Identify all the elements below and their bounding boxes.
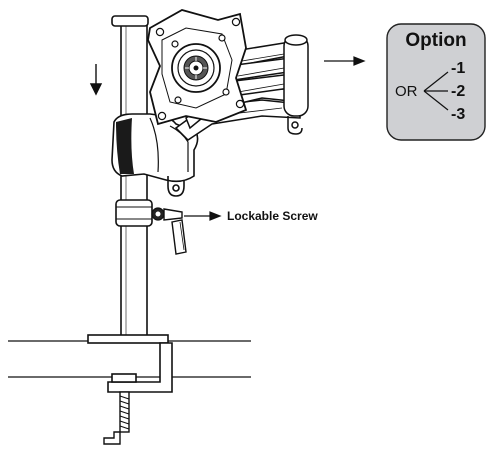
screw-callout-label: Lockable Screw — [227, 209, 318, 223]
pole-collar — [115, 199, 153, 227]
support-pole — [111, 15, 149, 343]
arm-collar — [111, 113, 199, 183]
option-branch-lines — [423, 71, 449, 111]
option-choice-1: -1 — [451, 60, 465, 77]
tilt-hub — [171, 43, 221, 93]
option-connector: OR — [395, 83, 418, 100]
option-title: Option — [405, 30, 466, 51]
desk-clamp — [87, 334, 173, 393]
option-arrow-icon — [324, 56, 366, 66]
clamp-screw — [103, 391, 130, 445]
option-choice-2: -2 — [451, 83, 465, 100]
lockable-screw — [151, 207, 187, 255]
option-choice-3: -3 — [451, 106, 465, 123]
cable-clip — [167, 176, 185, 197]
option-box: Option OR -1 -2 -3 — [386, 23, 486, 141]
desk-surface — [8, 340, 251, 378]
vesa-mount-holes — [155, 17, 245, 121]
down-arrow-icon — [89, 64, 103, 96]
screw-callout-arrow-icon — [184, 211, 222, 221]
